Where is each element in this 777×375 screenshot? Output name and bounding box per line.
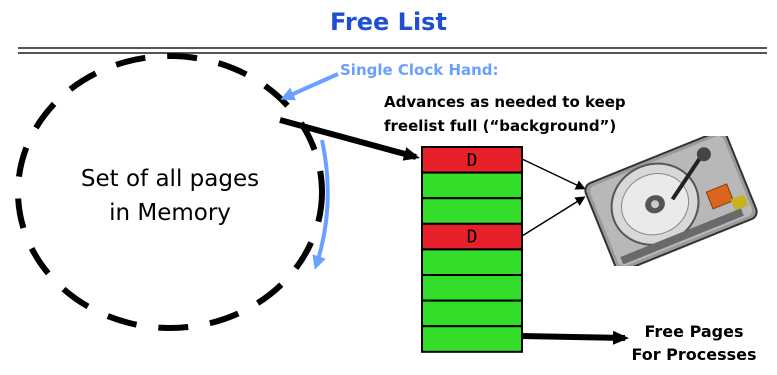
clean-page-cell [421, 197, 523, 225]
clock-hand-label: Single Clock Hand: [340, 61, 499, 79]
memory-label-line: in Memory [109, 200, 231, 226]
clock-rotation-arrow [312, 139, 330, 270]
clean-page-cell [421, 248, 523, 276]
memory-pages-circle [15, 53, 325, 331]
clean-page-cell [421, 171, 523, 200]
clean-page-cell [421, 274, 523, 302]
dirty-page-writeback-arrow [521, 158, 586, 190]
dirty-flag-label: D [467, 150, 478, 171]
memory-label-line: Set of all pages [80, 166, 260, 192]
description-line: Advances as needed to keep [384, 93, 626, 111]
free-list-stack: DD [421, 146, 523, 353]
title-rule-top [18, 47, 767, 49]
free-pages-arrow [521, 330, 629, 345]
slide-title: Free List [330, 8, 447, 36]
dirty-page-writeback-arrow [521, 196, 586, 237]
description-line: freelist full (“background”) [384, 117, 617, 135]
clock-hand-description: Advances as needed to keep freelist full… [384, 90, 626, 138]
free-label-line: For Processes [631, 345, 757, 364]
clean-page-cell [421, 299, 523, 328]
dirty-flag-label: D [467, 227, 478, 248]
pointer-to-freelist-arrow [279, 117, 420, 161]
dirty-page-cell [421, 222, 523, 251]
title-rule-bottom [18, 52, 767, 54]
clock-hand-arrow [280, 72, 339, 101]
free-pages-label: Free Pages For Processes [604, 320, 777, 366]
clean-page-cell [421, 325, 523, 353]
hard-disk-icon [584, 136, 758, 266]
free-label-line: Free Pages [644, 322, 744, 341]
memory-pages-label: Set of all pages in Memory [60, 162, 280, 230]
